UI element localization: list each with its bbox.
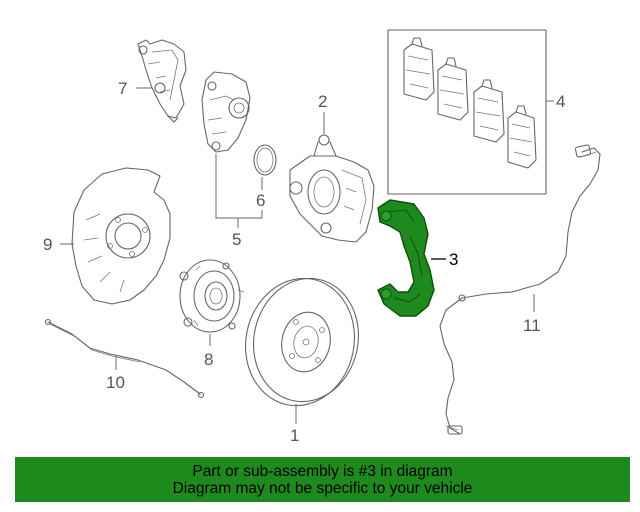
caliper-bracket-7[interactable] bbox=[137, 39, 187, 123]
wear-sensor-wire-10[interactable] bbox=[44, 318, 205, 399]
caliper-housing[interactable] bbox=[201, 71, 251, 153]
callout-4: 4 bbox=[556, 92, 565, 111]
brake-rotor[interactable] bbox=[234, 268, 370, 416]
wheel-hub[interactable] bbox=[179, 259, 245, 333]
banner-line-1: Part or sub-assembly is #3 in diagram bbox=[192, 462, 453, 480]
callout-7: 7 bbox=[118, 79, 127, 98]
info-banner: Part or sub-assembly is #3 in diagram Di… bbox=[15, 457, 630, 502]
dust-shield[interactable] bbox=[71, 167, 171, 305]
parts-diagram: 4 7 6 5 2 bbox=[43, 29, 601, 445]
banner-line-2: Diagram may not be specific to your vehi… bbox=[172, 479, 473, 497]
seal-ring[interactable] bbox=[253, 144, 277, 176]
callout-11: 11 bbox=[523, 316, 541, 335]
brake-pad-kit[interactable] bbox=[387, 29, 547, 195]
caliper-support-bracket-highlighted[interactable] bbox=[377, 199, 435, 317]
callout-1: 1 bbox=[290, 426, 299, 445]
speed-sensor-cable-11[interactable] bbox=[439, 144, 601, 435]
callout-6: 6 bbox=[256, 191, 265, 210]
callout-8: 8 bbox=[204, 350, 213, 369]
callout-9: 9 bbox=[43, 235, 52, 254]
callout-10: 10 bbox=[106, 373, 125, 392]
callout-5: 5 bbox=[232, 230, 241, 249]
callout-2: 2 bbox=[318, 92, 327, 111]
callout-3: 3 bbox=[449, 250, 458, 269]
brake-caliper[interactable] bbox=[289, 134, 375, 243]
